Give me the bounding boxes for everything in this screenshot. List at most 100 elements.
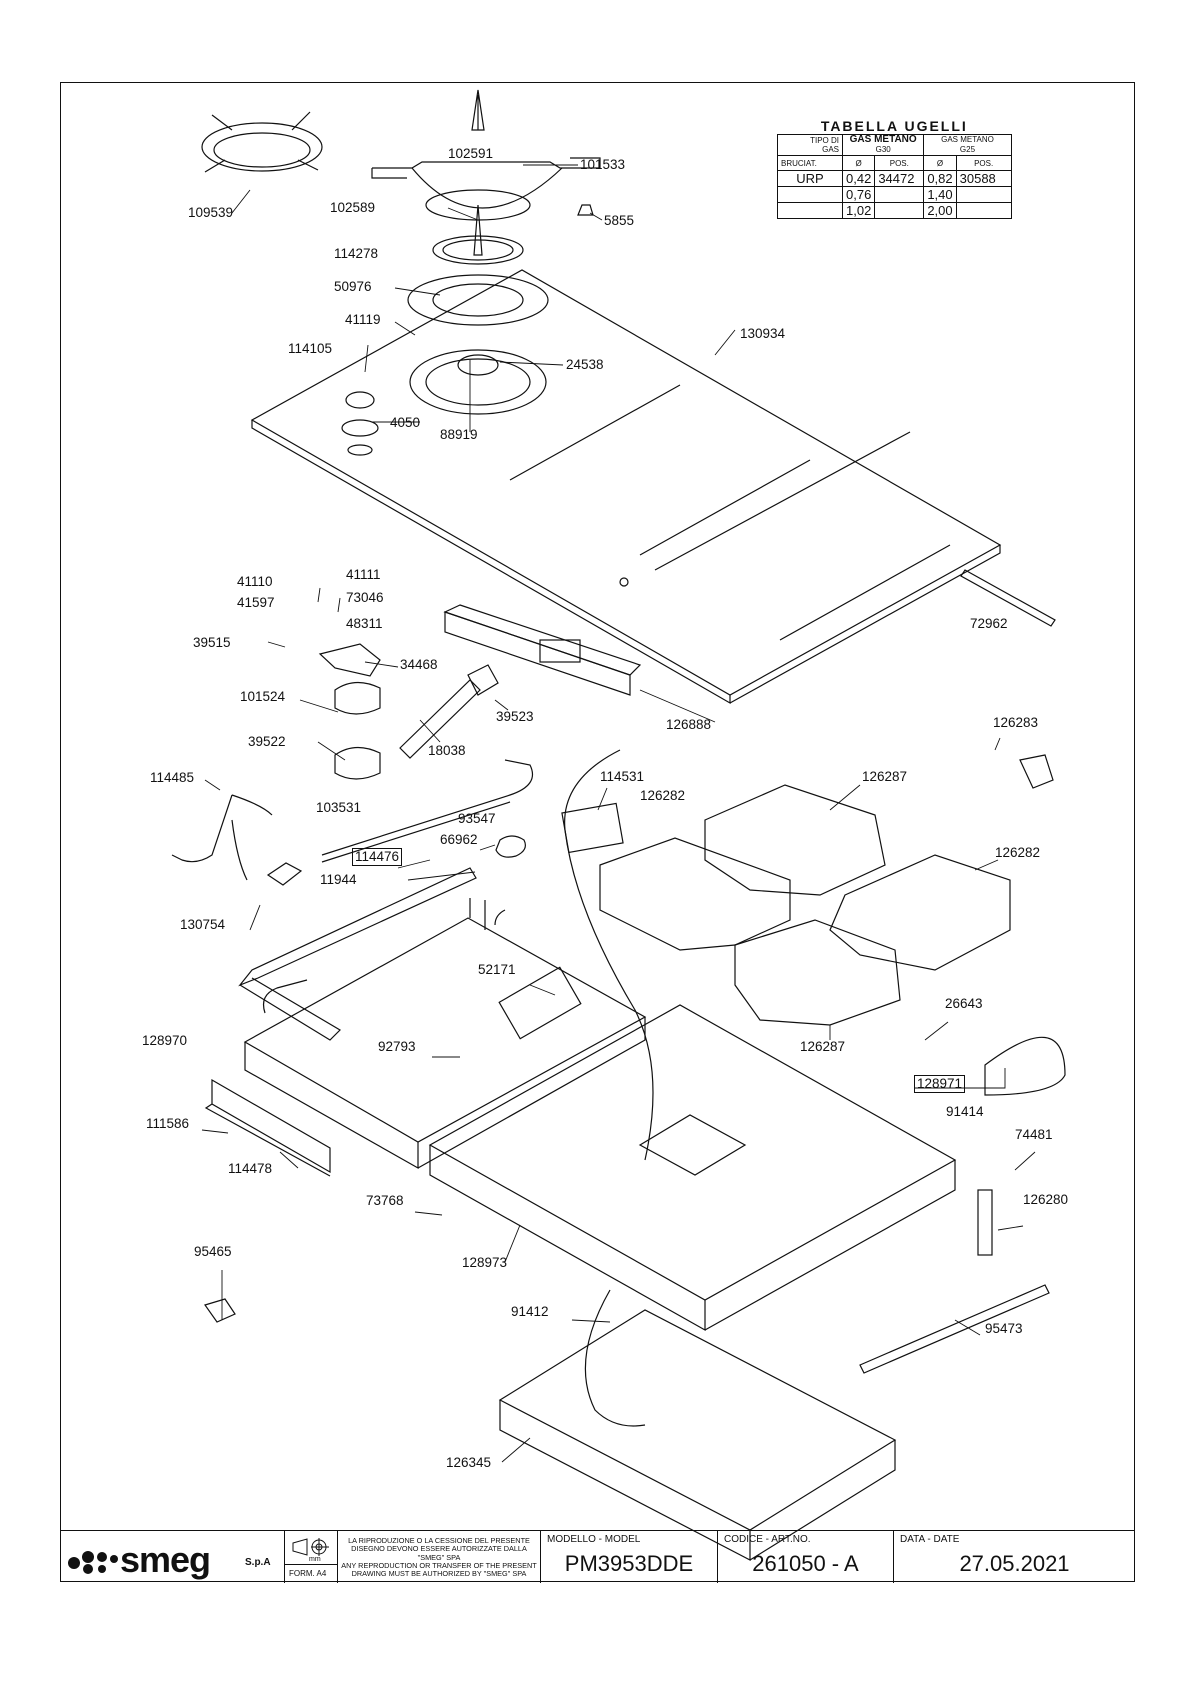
- logo-cell: smeg S.p.A: [60, 1531, 285, 1583]
- code-caption: CODICE - ART.NO.: [724, 1534, 811, 1545]
- pos-cell: 34472: [874, 170, 925, 187]
- callout-92793: 92793: [378, 1039, 416, 1054]
- wok-ring-109539: [201, 111, 323, 173]
- callout-111586: 111586: [146, 1116, 190, 1131]
- callout-91414: 91414: [946, 1104, 984, 1119]
- cable-91412: [584, 1289, 646, 1427]
- pos-cell: [955, 186, 1012, 203]
- cable-114531: [564, 749, 654, 1161]
- gas2-code: G25: [959, 145, 976, 154]
- table-row: URP 0,42 34472 0,82 30588: [777, 170, 1012, 187]
- callout-126888: 126888: [666, 717, 712, 732]
- callout-126280: 126280: [1023, 1192, 1069, 1207]
- code-value: 261050 - A: [752, 1551, 859, 1576]
- induction-zones: [599, 784, 1011, 1026]
- leader-lines: [201, 164, 1036, 1463]
- callout-73046: 73046: [346, 590, 384, 605]
- burner-cell: [777, 186, 843, 203]
- diameter-header-2: Ø: [923, 155, 957, 171]
- fan-126283: [1019, 754, 1054, 789]
- logo-suffix: S.p.A: [245, 1557, 271, 1568]
- gas2-name: GAS METANO: [941, 135, 994, 144]
- callout-102591: 102591: [448, 146, 494, 161]
- callout-126282-a: 126282: [640, 788, 686, 803]
- callout-114478: 114478: [228, 1161, 273, 1176]
- base-126345: [498, 1309, 897, 1561]
- seal-strip-72962: [960, 569, 1056, 627]
- unit-label: mm: [309, 1556, 321, 1563]
- code-cell: CODICE - ART.NO. 261050 - A: [718, 1531, 894, 1583]
- pos-cell: 30588: [955, 170, 1012, 187]
- legal-cell: LA RIPRODUZIONE O LA CESSIONE DEL PRESEN…: [338, 1531, 541, 1583]
- callout-72962: 72962: [970, 616, 1008, 631]
- callout-114476: 114476: [352, 848, 403, 866]
- burner-cell: [777, 202, 843, 219]
- gas-type-label-2: GAS: [822, 145, 839, 154]
- title-block: smeg S.p.A mm FORM. A4 LA RIPRODUZIONE O…: [60, 1530, 1135, 1583]
- callout-88919: 88919: [440, 427, 478, 442]
- diameter-cell: 0,76: [841, 186, 876, 203]
- burner-cell: URP: [777, 170, 843, 187]
- callout-39515: 39515: [193, 635, 231, 650]
- diameter-header-1: Ø: [841, 155, 876, 171]
- glass-top-130934: [250, 269, 1056, 705]
- gas1-header: GAS METANO G30: [841, 134, 925, 156]
- callout-126282-b: 126282: [995, 845, 1041, 860]
- brand-logo: smeg: [120, 1539, 211, 1580]
- callout-41119: 41119: [345, 312, 381, 327]
- diameter-cell: 0,42: [841, 170, 876, 187]
- form-label: FORM. A4: [289, 1569, 327, 1578]
- callout-126287-b: 126287: [800, 1039, 846, 1054]
- date-value: 27.05.2021: [959, 1551, 1070, 1576]
- gas2-header: GAS METANO G25: [923, 134, 1012, 156]
- burner-header: BRUCIAT.: [777, 155, 843, 171]
- wok-support-101533: [371, 89, 601, 209]
- model-cell: MODELLO - MODEL PM3953DDE: [541, 1531, 718, 1583]
- callout-34468: 34468: [400, 657, 438, 672]
- callout-114531: 114531: [600, 769, 645, 784]
- knob-4050: [341, 391, 379, 456]
- callout-128973: 128973: [462, 1255, 508, 1270]
- tray-128973: [428, 1004, 957, 1332]
- callout-95473: 95473: [985, 1321, 1023, 1336]
- callout-128970: 128970: [142, 1033, 188, 1048]
- harness-91414: [984, 1036, 1066, 1096]
- callout-130934: 130934: [740, 326, 786, 341]
- callout-39522: 39522: [248, 734, 286, 749]
- callout-4050: 4050: [390, 415, 421, 430]
- callout-74481: 74481: [1015, 1127, 1053, 1142]
- callout-66962: 66962: [440, 832, 478, 847]
- pos-cell: [955, 202, 1012, 219]
- gas1-code: G30: [875, 145, 891, 154]
- bracket-114478: [204, 1078, 331, 1177]
- gas-type-label-1: TIPO DI: [810, 136, 839, 145]
- pos-cell: [874, 202, 925, 219]
- date-caption: DATA - DATE: [900, 1534, 960, 1545]
- pos-header-1: POS.: [874, 155, 925, 171]
- drawing-frame: [60, 82, 1135, 1582]
- callout-101533: 101533: [580, 157, 626, 172]
- callout-103531: 103531: [316, 800, 362, 815]
- diameter-cell: 1,40: [923, 186, 957, 203]
- gas-type-header: TIPO DI GAS: [777, 134, 843, 156]
- callout-39523: 39523: [496, 709, 534, 724]
- clip-95465: [204, 1298, 236, 1323]
- callout-41111: 41111: [346, 567, 381, 582]
- legal-notice-en: ANY REPRODUCTION OR TRANSFER OF THE PRES…: [341, 1560, 537, 1579]
- module-114531: [561, 802, 624, 854]
- diameter-cell: 0,82: [923, 170, 957, 187]
- callout-18038: 18038: [428, 743, 466, 758]
- pos-header-2: POS.: [955, 155, 1012, 171]
- pos-cell: [874, 186, 925, 203]
- rod-95473: [859, 1284, 1050, 1374]
- burner-stack: [407, 189, 594, 415]
- projection-symbol-icon: [292, 1538, 329, 1556]
- callout-126345: 126345: [446, 1455, 492, 1470]
- callout-126283: 126283: [993, 715, 1039, 730]
- callout-130754: 130754: [180, 917, 226, 932]
- callout-128971: 128971: [914, 1075, 966, 1093]
- callout-114485: 114485: [150, 770, 195, 785]
- legal-notice-it: LA RIPRODUZIONE O LA CESSIONE DEL PRESEN…: [348, 1536, 530, 1562]
- casing-128970: [243, 898, 647, 1170]
- callout-101524: 101524: [240, 689, 286, 704]
